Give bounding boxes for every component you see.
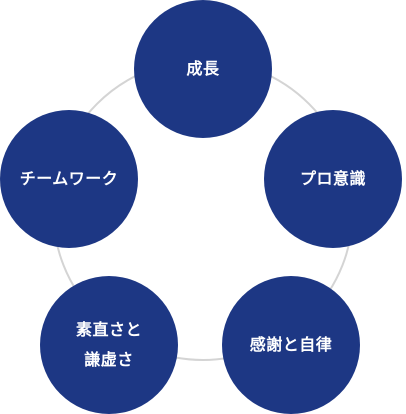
node-professionalism-label: プロ意識 bbox=[299, 168, 366, 188]
node-teamwork-label: チームワーク bbox=[19, 168, 119, 188]
node-growth-label: 成長 bbox=[186, 58, 220, 78]
node-growth: 成長 bbox=[134, 0, 272, 138]
node-honesty-humility-label: 素直さと 謙虚さ bbox=[75, 319, 142, 369]
node-honesty-humility: 素直さと 謙虚さ bbox=[40, 276, 178, 414]
node-professionalism: プロ意識 bbox=[264, 110, 402, 248]
node-gratitude-autonomy: 感謝と自律 bbox=[222, 276, 360, 414]
node-teamwork: チームワーク bbox=[0, 110, 138, 248]
node-gratitude-autonomy-label: 感謝と自律 bbox=[249, 334, 333, 354]
